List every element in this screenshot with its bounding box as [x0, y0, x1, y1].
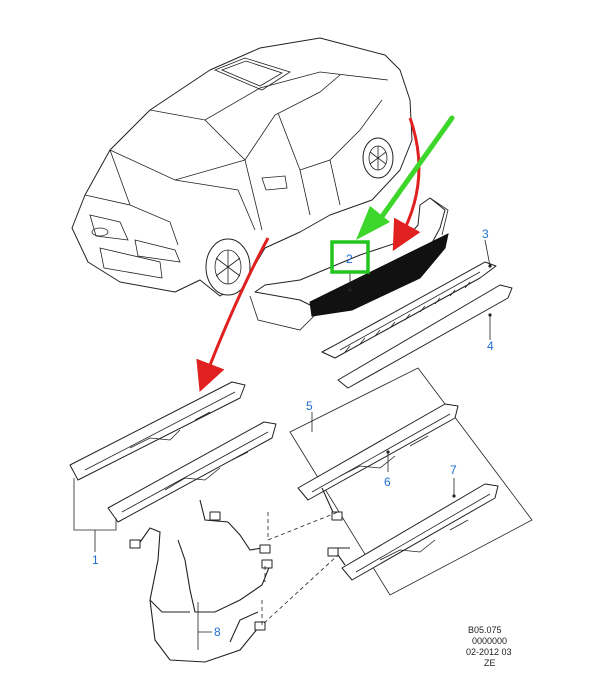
- callout-leaders: [73, 239, 492, 650]
- illuminated-kit-part-5: [289, 367, 533, 596]
- reference-suffix: ZE: [484, 658, 496, 668]
- reference-code: B05.075: [468, 625, 502, 635]
- callout-7: 7: [450, 463, 457, 477]
- callout-2: 2: [346, 252, 353, 266]
- callout-5: 5: [306, 399, 313, 413]
- vehicle-illustration: [71, 37, 413, 297]
- load-sill-plate-part-3: [321, 261, 497, 359]
- location-arrow-sill: [196, 237, 270, 392]
- callout-3: 3: [482, 227, 489, 241]
- reference-date: 02-2012 03: [466, 647, 512, 657]
- sill-plates-part-1: [69, 381, 277, 523]
- callout-2-highlight-box: [330, 240, 370, 274]
- callout-8: 8: [214, 625, 221, 639]
- rear-bumper-assembly: [249, 197, 449, 331]
- bumper-scuff-plate: [309, 233, 449, 317]
- callout-4: 4: [487, 339, 494, 353]
- connector-dashed-line: [267, 511, 339, 541]
- pointer-arrow: [356, 115, 455, 240]
- callout-1: 1: [92, 553, 99, 567]
- reference-block: B05.075 0000000 02-2012 03 ZE: [466, 625, 512, 668]
- reference-number: 0000000: [472, 636, 507, 646]
- wiring-harness-part-8: [129, 499, 273, 663]
- location-arrow-bumper: [392, 117, 421, 252]
- protective-strip-part-4: [337, 284, 513, 389]
- callout-6: 6: [384, 475, 391, 489]
- connector-dashed-line: [261, 554, 339, 626]
